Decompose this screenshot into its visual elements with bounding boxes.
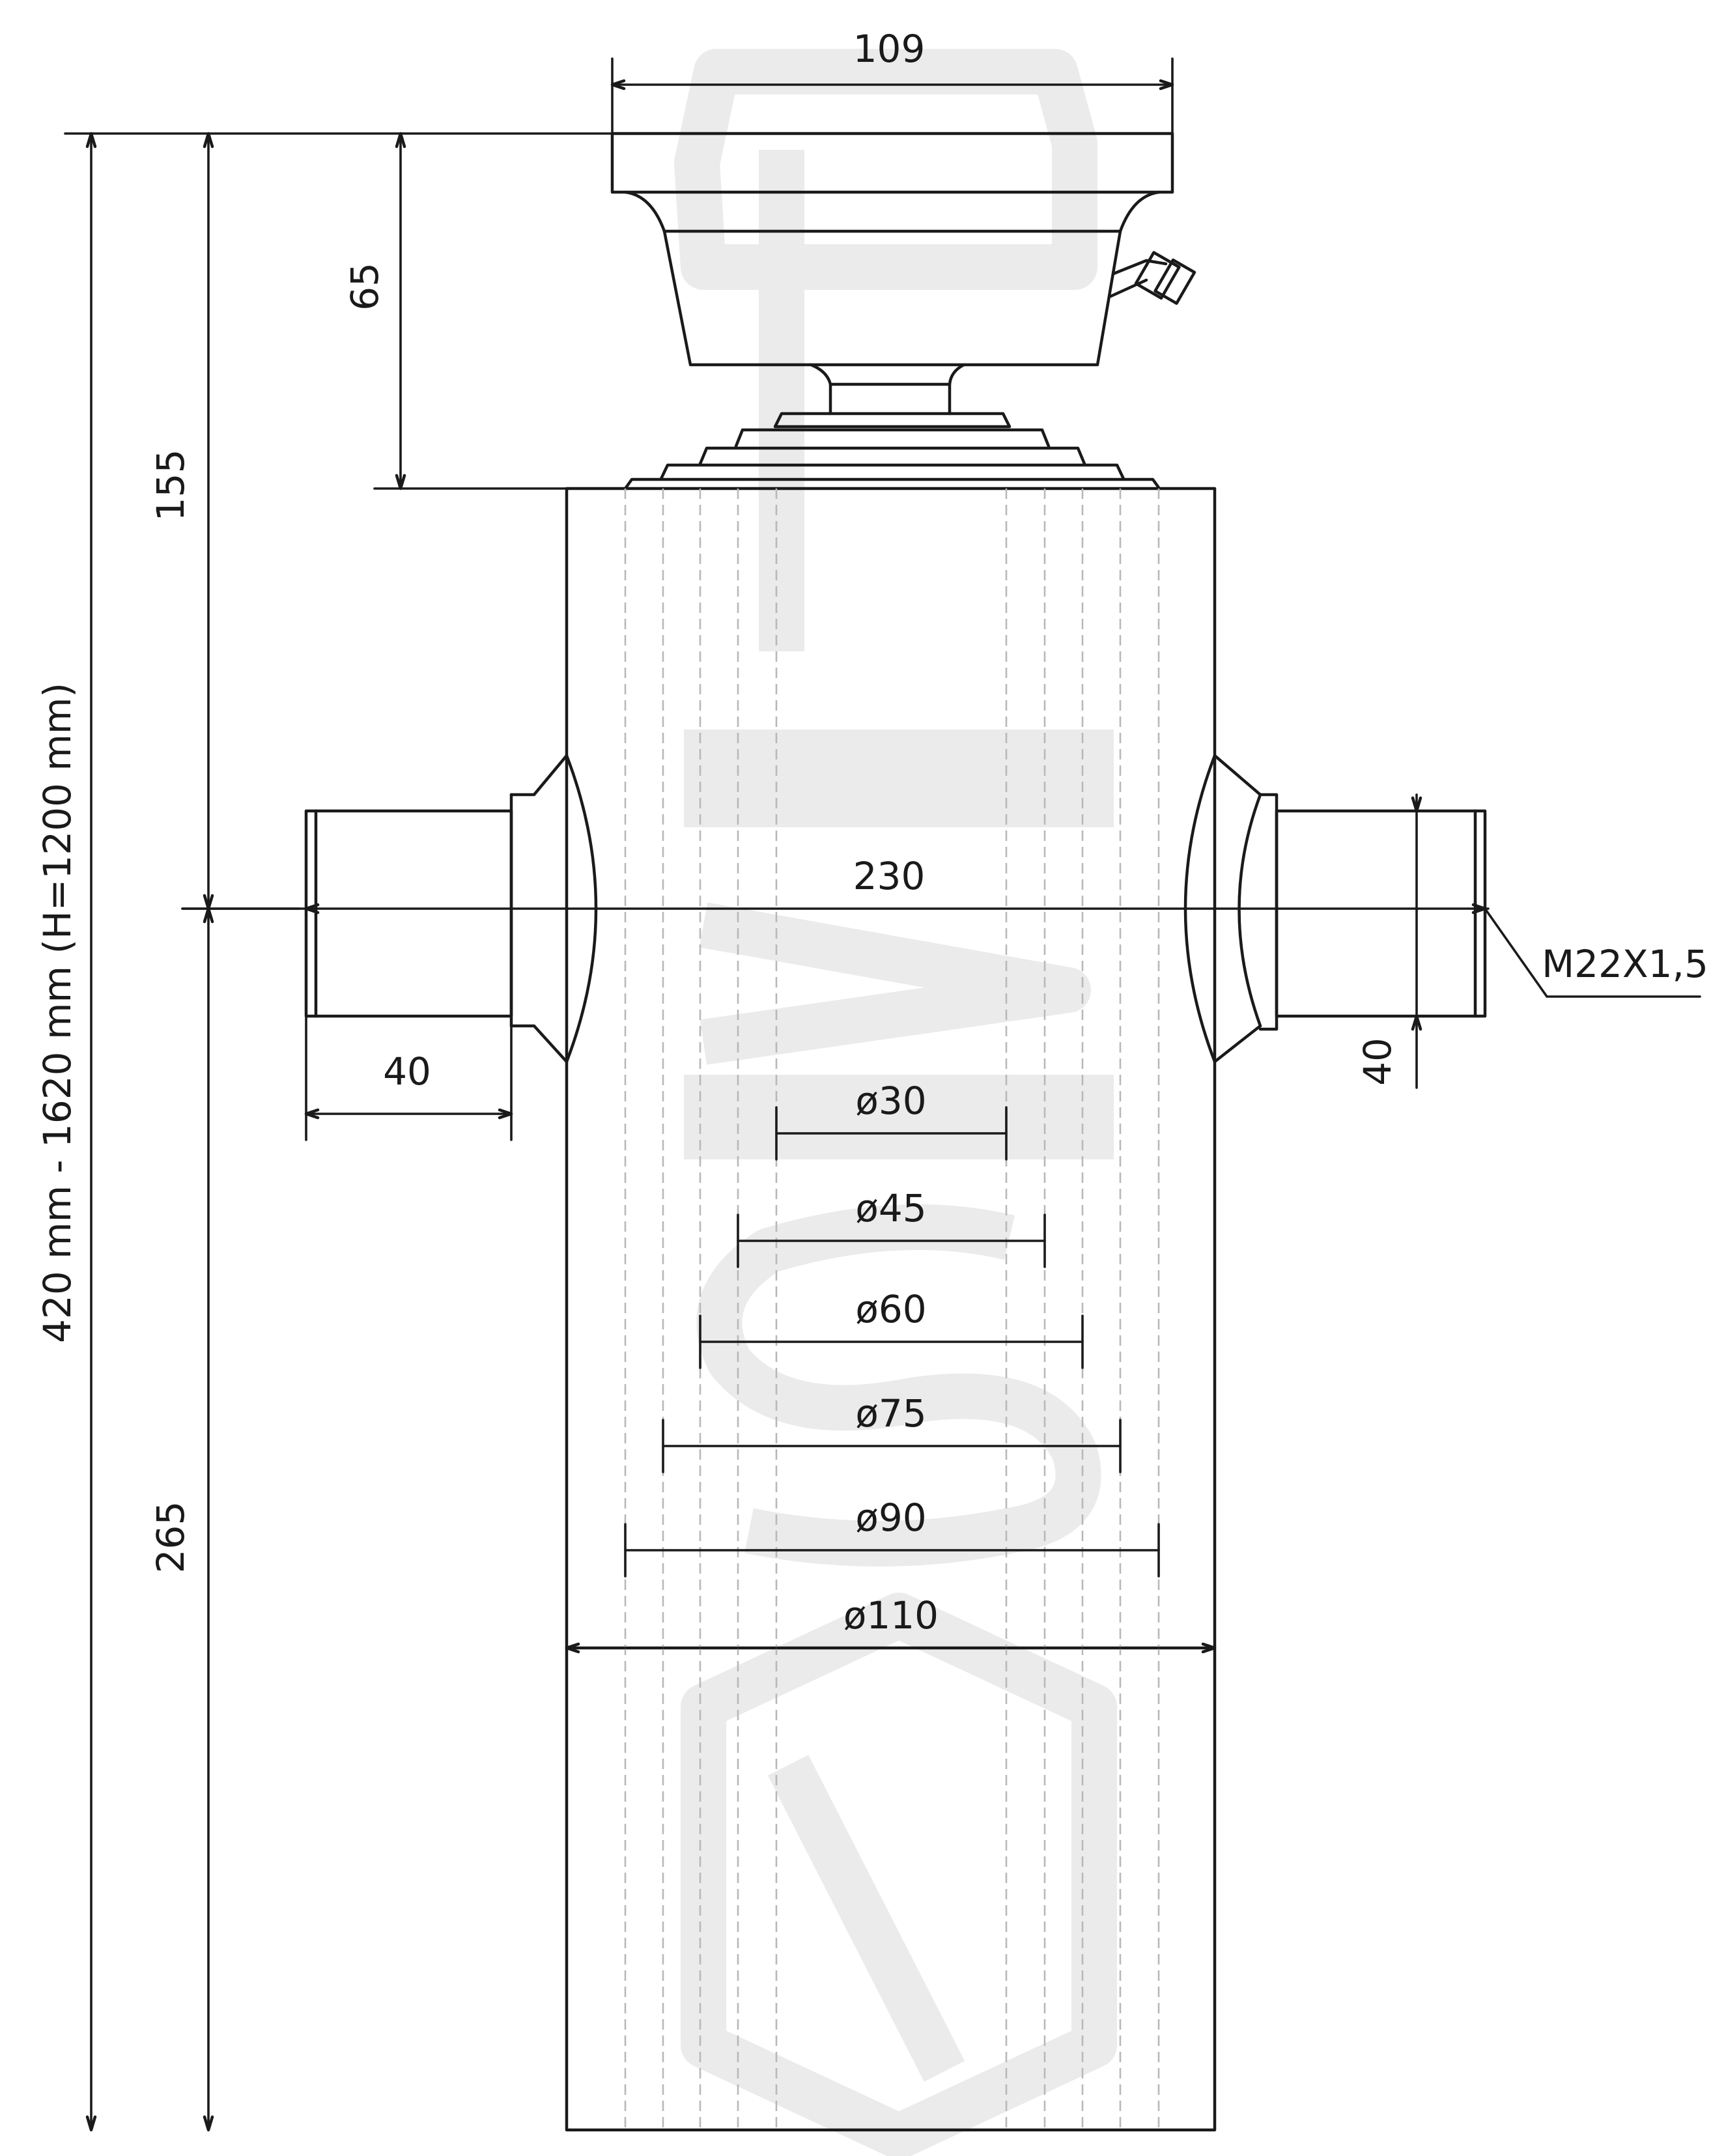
left-trunnion [304,754,598,1141]
lower-length-label: 265 [149,1501,193,1574]
watermark-logo [674,49,1117,2156]
hidden-stage-lines [624,489,1160,2130]
right-trunnion [1183,754,1701,1089]
center-line [181,903,1490,915]
diameter-label-60: ø60 [855,1287,926,1331]
head-height-label: 65 [343,262,387,311]
total-length-label: 420 mm - 1620 mm (H=1200 mm) [35,683,79,1343]
diameter-label-90: ø90 [855,1496,926,1540]
diameter-label-45: ø45 [855,1186,926,1230]
diameter-label-30: ø30 [855,1079,926,1123]
head-width-label: 109 [853,27,926,71]
thread-label: M22X1,5 [1542,942,1708,986]
diameter-dimension-lines [565,1106,1217,1654]
cylinder-head [610,57,1196,490]
left-dimension-lines [64,132,614,2132]
upper-length-label: 155 [149,449,193,522]
right-pin-diameter-label: 40 [1355,1038,1400,1086]
diameter-label-110: ø110 [843,1593,939,1638]
pin-span-label: 230 [853,854,926,898]
left-pin-length-label: 40 [383,1049,431,1094]
diameter-label-75: ø75 [855,1391,926,1436]
